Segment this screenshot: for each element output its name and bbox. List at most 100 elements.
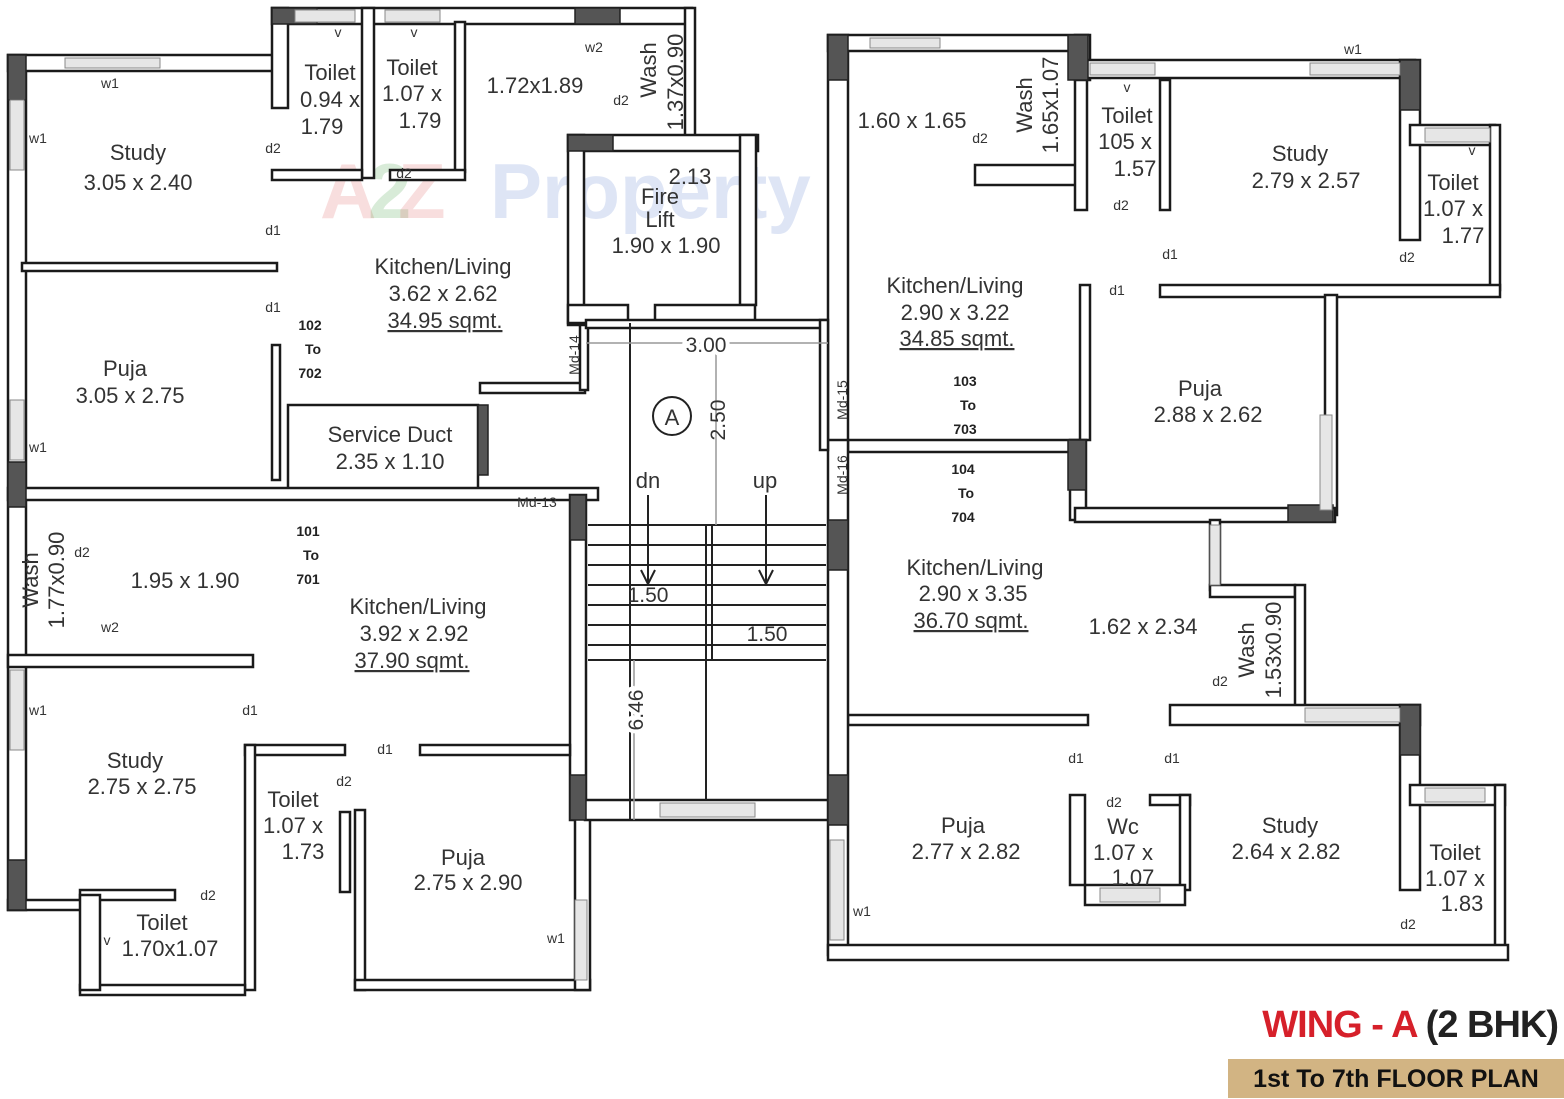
room-dims: 1.62 x 2.34: [1089, 614, 1198, 639]
landing-dim: 2.50: [707, 400, 730, 441]
door-window-tag: d2: [265, 140, 281, 156]
door-window-tag: v: [411, 24, 418, 40]
unit-to: To: [303, 547, 319, 563]
door-window-tag: d2: [74, 544, 90, 560]
unit-number: 703: [953, 421, 977, 437]
room-name: Lift: [645, 207, 674, 232]
column: [1067, 439, 1087, 491]
room-area: 34.95 sqmt.: [388, 308, 503, 333]
room-dims: 1.77: [1442, 223, 1485, 248]
wall: [243, 743, 257, 992]
wall: [1208, 583, 1297, 599]
wall: [738, 133, 758, 307]
room-dims: 1.65x1.07: [1038, 57, 1063, 154]
wall: [1068, 793, 1087, 887]
door-window-tag: d1: [377, 741, 393, 757]
door-window-tag: d1: [1162, 246, 1178, 262]
door-window-tag: w2: [100, 619, 119, 635]
unit-to: To: [960, 397, 976, 413]
unit-number: 101: [296, 523, 320, 539]
unit-type: (2 BHK): [1425, 1004, 1559, 1046]
room-dims: 1.07 x: [1425, 866, 1485, 891]
wall: [6, 653, 255, 669]
door-window-tag: v: [104, 932, 111, 948]
room-name: Wash: [1234, 622, 1259, 677]
room-dims: 1.57: [1114, 156, 1157, 181]
room-name: Toilet: [386, 55, 437, 80]
room-dims: 2.88 x 2.62: [1154, 402, 1263, 427]
room-dims: 1.60 x 1.65: [858, 108, 967, 133]
room-dims: 2.77 x 2.82: [912, 839, 1021, 864]
unit-number: 103: [953, 373, 977, 389]
door-window-tag: d1: [242, 702, 258, 718]
wall: [973, 163, 1087, 187]
wing-marker: A: [665, 405, 680, 430]
room-name: Study: [1272, 141, 1328, 166]
wall: [453, 20, 467, 174]
unit-number: 102: [298, 317, 322, 333]
room-dims: 1.07 x: [1423, 196, 1483, 221]
window: [574, 899, 588, 981]
door-window-tag: d2: [972, 130, 988, 146]
window: [1209, 524, 1221, 586]
wall: [846, 713, 1090, 727]
wall: [846, 438, 1080, 454]
room-dims: 2.90 x 3.22: [901, 300, 1010, 325]
staircase: [586, 323, 828, 820]
room-dims: 2.79 x 2.57: [1252, 168, 1361, 193]
wall: [826, 33, 1090, 53]
room-name: Wash: [18, 552, 43, 607]
room-name: Study: [1262, 813, 1318, 838]
room-dims: 1.07 x: [382, 81, 442, 106]
room-dims: 1.53x0.90: [1261, 602, 1286, 699]
door-window-tag: w1: [546, 930, 565, 946]
door-window-tag: d2: [336, 773, 352, 789]
floor-plan-subtitle: 1st To 7th FLOOR PLAN: [1228, 1059, 1564, 1098]
flight-left-dim: 1.50: [628, 584, 669, 607]
room-name: Fire: [641, 184, 679, 209]
door-window-tag: d2: [1399, 249, 1415, 265]
wall: [270, 168, 364, 182]
stair-length-dim: 6.46: [625, 690, 648, 731]
room-name: Wc: [1107, 814, 1139, 839]
window: [1089, 62, 1156, 76]
room-name: Kitchen/Living: [350, 594, 487, 619]
wall: [1488, 123, 1502, 292]
room-name: Toilet: [1101, 103, 1152, 128]
room-dims: 0.94 x: [300, 87, 360, 112]
stair-up-label: up: [753, 468, 777, 493]
room-name: Study: [107, 748, 163, 773]
room-name: Toilet: [1427, 170, 1478, 195]
wall: [353, 978, 592, 992]
wall: [1178, 793, 1192, 892]
column: [574, 7, 621, 25]
column: [827, 519, 849, 571]
room-dims: 1.83: [1441, 891, 1484, 916]
wall: [6, 486, 600, 502]
window: [1424, 787, 1486, 803]
room-area: 36.70 sqmt.: [914, 608, 1029, 633]
room-dims: 3.92 x 2.92: [360, 621, 469, 646]
watermark-z: Z: [398, 147, 446, 235]
wall: [338, 810, 352, 894]
door-window-tag: w2: [584, 39, 603, 55]
door-window-tag: d1: [265, 222, 281, 238]
room-dims: 2.75 x 2.75: [88, 774, 197, 799]
wall: [1293, 583, 1307, 712]
column: [7, 54, 27, 101]
unit-number: 704: [951, 509, 975, 525]
door-window-tag: d1: [1068, 750, 1084, 766]
door-window-tag: d2: [613, 92, 629, 108]
wall: [78, 983, 247, 997]
room-name: Toilet: [1429, 840, 1480, 865]
unit-number: 702: [298, 365, 322, 381]
column: [569, 494, 587, 541]
wall: [78, 893, 102, 992]
wall: [818, 318, 830, 452]
room-name: Wash: [636, 42, 661, 97]
room-name: Wash: [1012, 77, 1037, 132]
wall: [1158, 78, 1172, 212]
window: [9, 399, 25, 461]
column: [567, 134, 614, 152]
